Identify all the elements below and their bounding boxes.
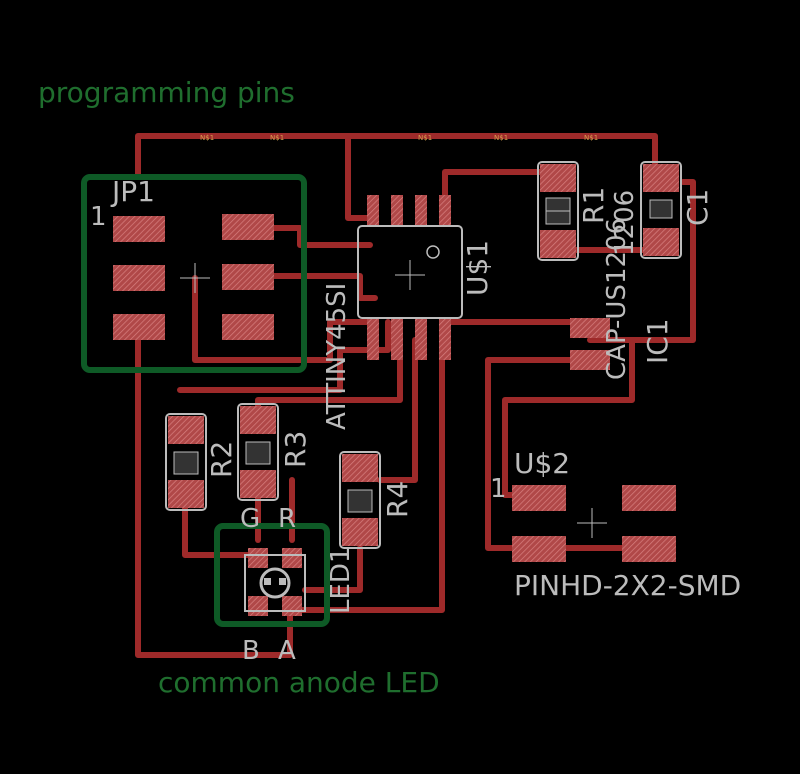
trace-r4-led <box>302 545 363 593</box>
trace-u1-r4 <box>377 337 418 483</box>
led-pin-a-label: A <box>278 636 296 666</box>
u1-body <box>357 225 463 319</box>
jp1-pad <box>222 214 274 240</box>
trace-ic-u2 <box>485 357 578 551</box>
r2-name-label: R2 <box>205 440 238 478</box>
led-pin-r-label: R <box>278 504 297 534</box>
jp1-pad <box>113 265 165 291</box>
c1-capacitor <box>640 161 682 259</box>
r2-resistor <box>165 413 207 511</box>
c1-name-label: C1 <box>681 188 714 226</box>
programming-pins-box <box>81 174 307 373</box>
net-label: N$1 <box>494 134 508 142</box>
r3-resistor <box>237 403 279 501</box>
r1-resistor <box>537 161 579 261</box>
u2-pad <box>622 485 676 511</box>
trace-jp1-u1a <box>269 225 373 248</box>
ic1-name-label: IC1 <box>641 318 674 364</box>
u2-name-label: U$2 <box>514 447 571 480</box>
net-label: N$1 <box>200 134 214 142</box>
led-pad <box>282 548 302 568</box>
jp1-pads <box>113 214 274 340</box>
ic1-pad <box>570 350 610 370</box>
led-pin-g-label: G <box>240 504 261 534</box>
u1-pin <box>439 318 451 360</box>
u1-pin <box>391 195 403 225</box>
common-anode-led-note: common anode LED <box>158 666 440 699</box>
u1-pin <box>367 318 379 360</box>
led-lens <box>259 567 291 599</box>
trace-ic-down <box>502 337 635 498</box>
jp1-pin1-label: 1 <box>90 202 107 232</box>
u1-pin <box>415 195 427 225</box>
trace-jp1-u1b <box>259 273 378 301</box>
led1-name-label: LED1 <box>326 546 356 614</box>
programming-pins-note: programming pins <box>38 76 295 109</box>
led-pad <box>282 596 302 616</box>
u1-name-label: U$1 <box>461 239 494 296</box>
r4-resistor <box>339 451 381 549</box>
jp1-pad <box>113 314 165 340</box>
trace-mid-r3 <box>177 319 391 393</box>
u1-pin <box>439 195 451 225</box>
u1-pin <box>367 195 379 225</box>
u1-pin <box>391 318 403 360</box>
u2-header <box>512 485 676 562</box>
jp1-pad <box>113 216 165 242</box>
trace-u1-led <box>297 337 445 613</box>
u1-value-label: ATTINY45SI <box>322 282 352 430</box>
u1-pin <box>415 318 427 360</box>
led-pin-b-label: B <box>242 636 260 666</box>
r1-pad <box>540 230 576 258</box>
r1-pad <box>540 164 576 192</box>
u1-ic <box>357 195 463 360</box>
c1-pad <box>643 164 679 192</box>
trace-c1-right <box>587 179 696 343</box>
jp1-label: JP1 <box>112 175 155 208</box>
u2-value-label: PINHD-2X2-SMD <box>514 569 742 602</box>
u2-pin1-label: 1 <box>490 474 507 504</box>
c1-pad <box>643 228 679 256</box>
trace-r2-led <box>182 495 253 558</box>
r4-name-label: R4 <box>381 480 414 518</box>
trace-jp1-down <box>135 337 293 658</box>
trace-top-drop <box>345 133 373 221</box>
u2-pad <box>622 536 676 562</box>
ic1-component <box>570 318 610 370</box>
c1-value-label: CAP-US1206 <box>602 217 632 380</box>
u2-pad <box>512 485 566 511</box>
led-pad <box>248 548 268 568</box>
led-pad <box>248 596 268 616</box>
trace-top-bus <box>135 133 658 179</box>
net-labels: N$1 N$1 N$1 N$1 N$1 <box>200 134 598 142</box>
jp1-pad <box>222 264 274 290</box>
led1-component <box>244 548 306 616</box>
r3-name-label: R3 <box>279 430 312 468</box>
u1-pin1-mark <box>426 245 440 259</box>
jp1-pad <box>222 314 274 340</box>
trace-jp1-r2 <box>192 275 371 363</box>
net-label: N$1 <box>584 134 598 142</box>
net-label: N$1 <box>418 134 432 142</box>
net-label: N$1 <box>270 134 284 142</box>
common-anode-led-box <box>214 523 330 627</box>
ic1-pad <box>570 318 610 338</box>
u2-pad <box>512 536 566 562</box>
